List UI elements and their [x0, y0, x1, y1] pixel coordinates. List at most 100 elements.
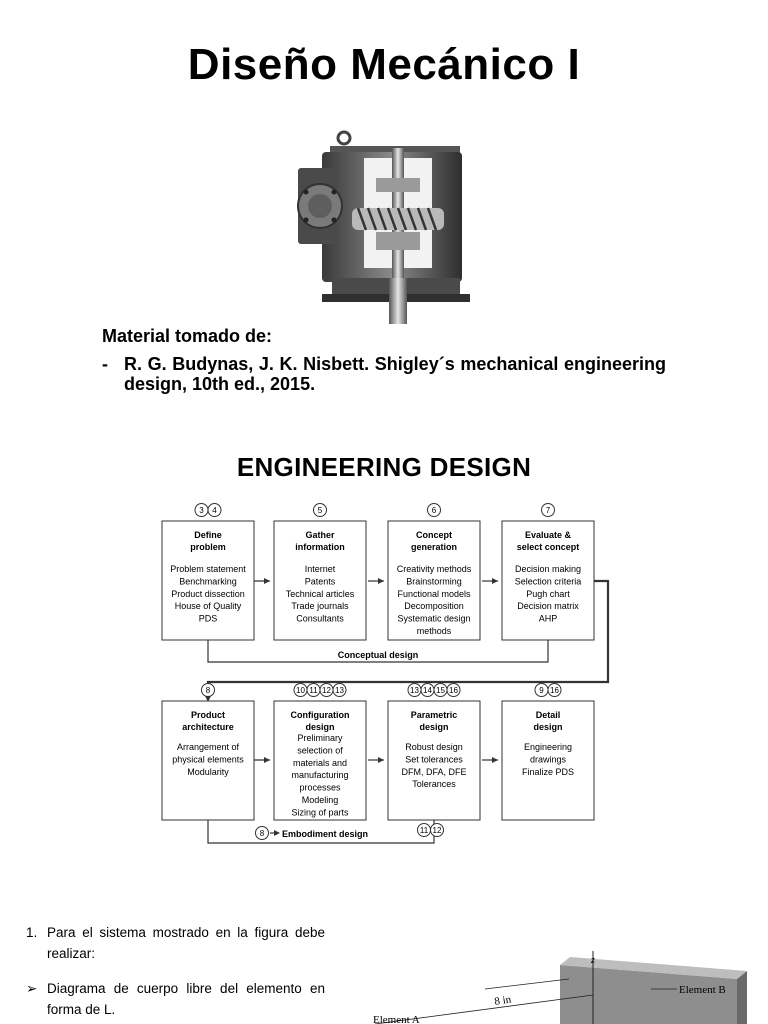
- step-badge-number: 13: [335, 686, 344, 695]
- element-b-label: Element B: [679, 984, 726, 996]
- step-badge-circle: [547, 683, 562, 697]
- flow-box-title: Product: [191, 710, 225, 720]
- step-badge-number: 11: [309, 686, 318, 695]
- flow-box-title: Define: [194, 530, 222, 540]
- flow-box-title: design: [419, 722, 448, 732]
- flow-box-item: Decision making: [515, 564, 581, 574]
- flow-box-title: Detail: [536, 710, 561, 720]
- flow-box-item: Creativity methods: [397, 564, 472, 574]
- flow-box-item: Internet: [305, 564, 336, 574]
- flow-box-item: DFM, DFA, DFE: [402, 767, 467, 777]
- step-badge-circle: [427, 503, 441, 517]
- citation-dash: -: [102, 354, 108, 374]
- step-badge-circle: [201, 683, 215, 697]
- step-badge-circle: [332, 683, 347, 697]
- flow-box-title: Evaluate &: [525, 530, 572, 540]
- step-badge-circle: [313, 503, 327, 517]
- step-badge-number: 4: [212, 506, 217, 515]
- flow-box-item: Technical articles: [286, 589, 355, 599]
- step-badge-circle: [430, 823, 444, 837]
- step-badge-number: 5: [318, 506, 323, 515]
- axis-z-label: z: [590, 955, 595, 966]
- flow-box-item: Functional models: [397, 589, 471, 599]
- source-heading: Material tomado de:: [102, 326, 273, 346]
- flow-box-item: Engineering: [524, 742, 572, 752]
- flow-box-title: generation: [411, 542, 457, 552]
- step-badge-circle: [446, 683, 461, 697]
- flow-box: [273, 700, 367, 821]
- step-badge-number: 10: [296, 686, 305, 695]
- l-element-figure: z 8 in Element A Element B: [373, 951, 747, 1024]
- step-badge-number: 15: [436, 686, 445, 695]
- flow-box-item: Systematic design: [397, 614, 470, 624]
- citation-text: R. G. Budynas, J. K. Nisbett. Shigley´s …: [124, 354, 666, 394]
- step-badge-number: 7: [546, 506, 551, 515]
- flow-box-item: Selection criteria: [515, 576, 582, 586]
- page-title: Diseño Mecánico I: [187, 40, 581, 89]
- exercise-number: 1.: [26, 925, 38, 940]
- flow-box-item: Finalize PDS: [522, 767, 574, 777]
- flow-box-item: Trade journals: [291, 601, 349, 611]
- step-badge-circle: [541, 503, 555, 517]
- step-badge-number: 8: [206, 686, 211, 695]
- flow-box-item: Consultants: [296, 614, 344, 624]
- flow-box-item: Set tolerances: [405, 754, 463, 764]
- step-badge-number: 11: [420, 826, 429, 835]
- flow-box-item: Pugh chart: [526, 589, 570, 599]
- flow-box-title: problem: [190, 542, 226, 552]
- flow-box-title: information: [295, 542, 345, 552]
- flow-box-item: Problem statement: [170, 564, 246, 574]
- flow-box-item: manufacturing: [291, 770, 348, 780]
- flow-box-item: AHP: [539, 614, 558, 624]
- flow-box-item: drawings: [530, 754, 567, 764]
- arrow-bullet-icon: ➢: [26, 981, 38, 996]
- flow-box-item: Modularity: [187, 767, 229, 777]
- flow-box-item: Decomposition: [404, 601, 464, 611]
- step-badge-number: 9: [539, 686, 544, 695]
- flow-box-title: select concept: [517, 542, 580, 552]
- flow-box-item: Sizing of parts: [291, 807, 349, 817]
- flow-box-item: Preliminary: [297, 733, 343, 743]
- gearbox-illustration: [297, 130, 470, 324]
- element-a-label: Element A: [373, 1014, 420, 1024]
- flow-box-title: design: [533, 722, 562, 732]
- flow-box-item: Product dissection: [171, 589, 245, 599]
- flow-box-title: Configuration: [291, 710, 350, 720]
- flow-box-item: processes: [299, 783, 341, 793]
- step-badge-number: 13: [410, 686, 419, 695]
- flow-box: [387, 700, 481, 821]
- step-badge-circle: [207, 503, 222, 517]
- flow-box-item: Robust design: [405, 742, 463, 752]
- flow-box-item: Benchmarking: [179, 576, 237, 586]
- flow-box: [161, 700, 255, 821]
- step-badge-circle: [255, 826, 269, 840]
- flow-box-item: Arrangement of: [177, 742, 240, 752]
- flow-box: [161, 520, 255, 641]
- step-badge-number: 6: [432, 506, 437, 515]
- flow-box: [501, 700, 595, 821]
- flow-box-title: Concept: [416, 530, 452, 540]
- exercise-task: Diagrama de cuerpo libre del elemento en…: [47, 981, 325, 1017]
- flow-box-item: House of Quality: [175, 601, 242, 611]
- step-badge-number: 16: [550, 686, 559, 695]
- flow-box-title: Parametric: [411, 710, 458, 720]
- step-badge-number: 12: [433, 826, 442, 835]
- flow-box-item: Tolerances: [412, 779, 456, 789]
- step-badge-number: 12: [322, 686, 331, 695]
- flow-box-item: methods: [417, 626, 452, 636]
- embodiment-design-label: Embodiment design: [282, 829, 368, 839]
- flow-box-item: PDS: [199, 614, 218, 624]
- flow-box-item: physical elements: [172, 754, 244, 764]
- step-badge-number: 3: [199, 506, 204, 515]
- step-badge-number: 8: [260, 829, 265, 838]
- conceptual-design-label: Conceptual design: [338, 650, 419, 660]
- step-badge-number: 14: [423, 686, 432, 695]
- flow-box-title: design: [305, 722, 334, 732]
- flow-box-item: Patents: [305, 576, 336, 586]
- flow-box-title: Gather: [305, 530, 335, 540]
- flow-box-item: materials and: [293, 758, 347, 768]
- flow-box-item: Brainstorming: [406, 576, 462, 586]
- flow-box: [273, 520, 367, 641]
- flow-box-item: Modeling: [302, 795, 339, 805]
- flow-box: [501, 520, 595, 641]
